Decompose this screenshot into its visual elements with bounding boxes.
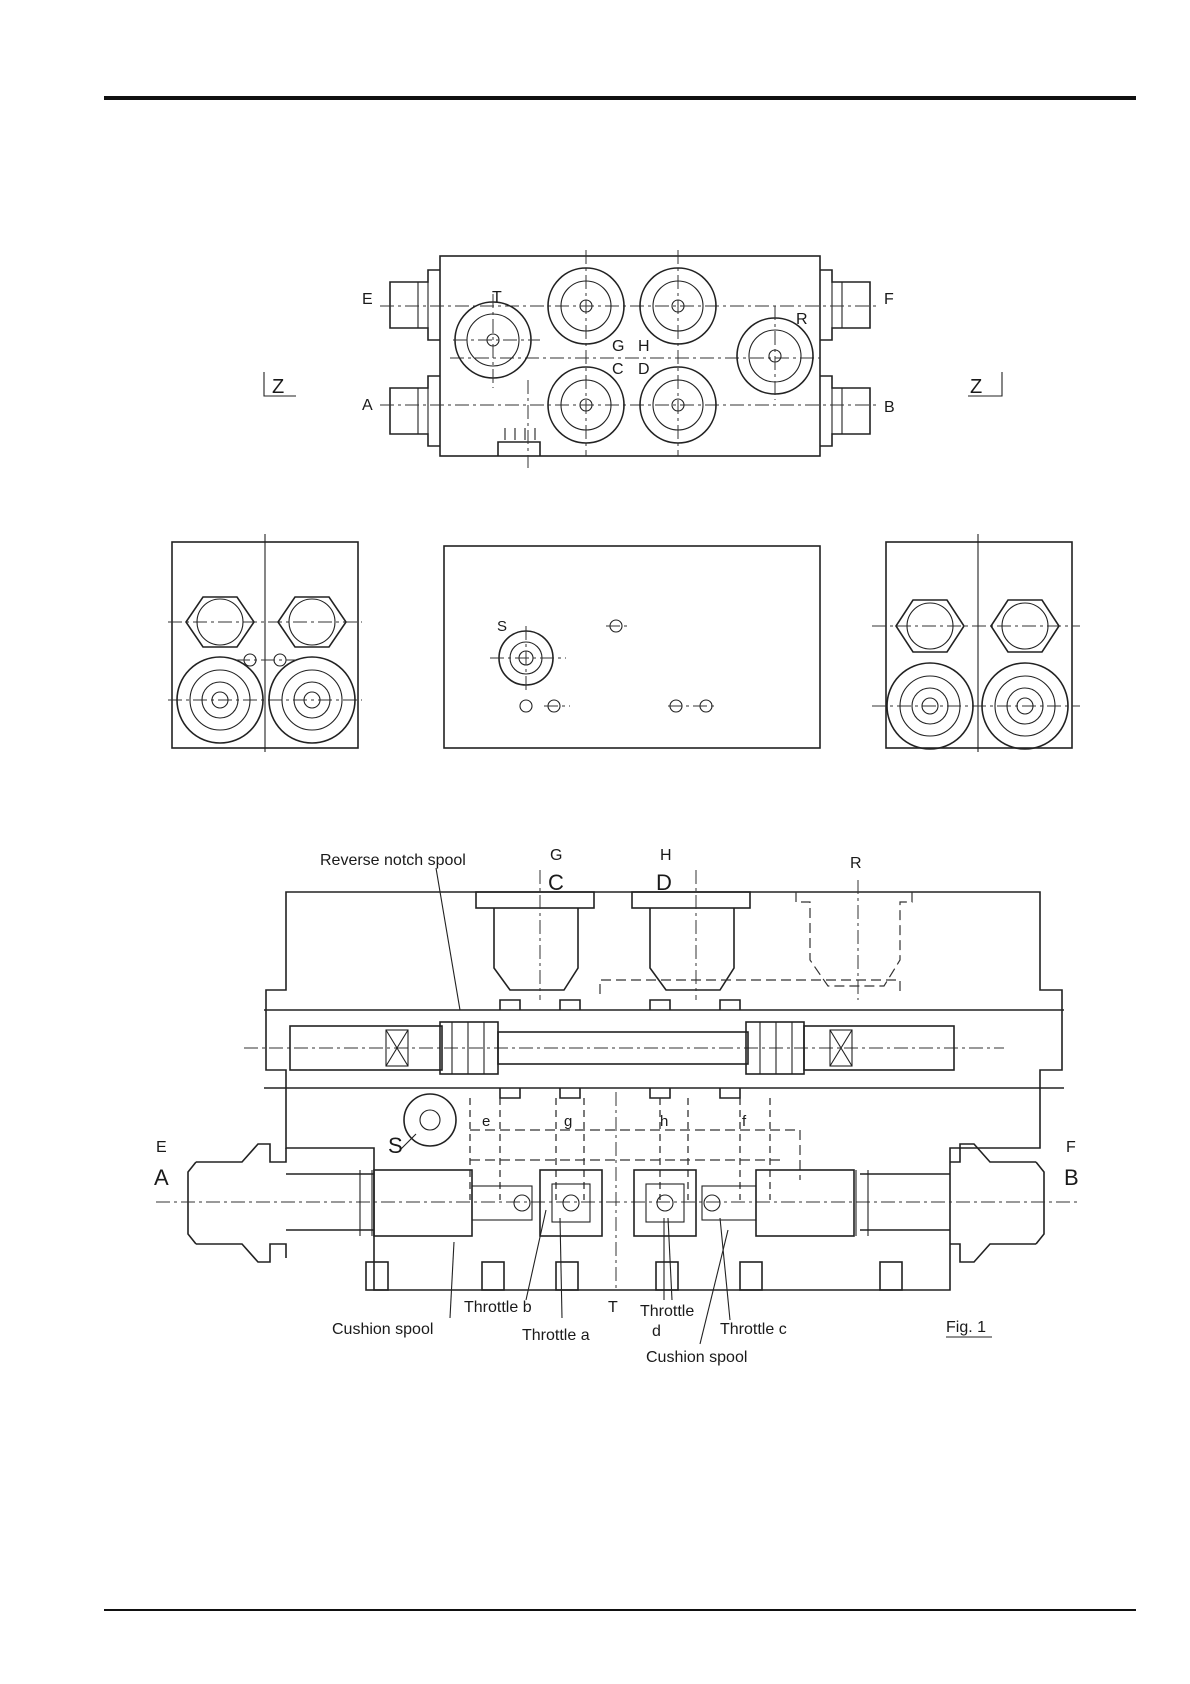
label-throttle-c: Throttle c	[720, 1321, 787, 1338]
top-label-f: F	[884, 291, 894, 308]
right-end-view	[872, 534, 1080, 752]
port-f-fitting	[820, 270, 870, 340]
section-label-e: E	[156, 1139, 167, 1156]
section-label-h: H	[660, 847, 672, 864]
top-label-c: C	[612, 361, 624, 378]
label-throttle-d-line1: Throttle	[640, 1303, 694, 1320]
section-label-f: F	[1066, 1139, 1076, 1156]
bottom-face-view: S	[444, 546, 820, 748]
top-label-h: H	[638, 338, 650, 355]
top-label-r: R	[796, 311, 808, 328]
label-reverse-notch-spool: Reverse notch spool	[320, 852, 466, 869]
right-cushion-spool-body	[756, 1170, 854, 1236]
left-cushion-spool-body	[374, 1170, 472, 1236]
top-view-body	[440, 256, 820, 456]
port-b-fitting	[820, 376, 870, 446]
figure-label: Fig. 1	[946, 1319, 986, 1336]
gallery-label-e: e	[482, 1113, 490, 1130]
footer-rule	[104, 1609, 1136, 1611]
section-label-g: G	[550, 847, 562, 864]
section-view: Reverse notch spool G C H D R E A F B S …	[154, 847, 1080, 1366]
section-label-b: B	[1064, 1165, 1079, 1190]
boss-r	[796, 892, 912, 986]
middle-label-s: S	[497, 618, 507, 635]
section-label-a: A	[154, 1165, 169, 1190]
label-throttle-b: Throttle b	[464, 1299, 532, 1316]
label-throttle-a: Throttle a	[522, 1327, 590, 1344]
section-label-t: T	[608, 1299, 618, 1316]
top-label-a: A	[362, 397, 373, 414]
port-e-fitting	[390, 270, 440, 340]
boss-d	[632, 892, 750, 908]
top-label-b: B	[884, 399, 895, 416]
gallery-label-f: f	[742, 1113, 747, 1130]
top-label-g: G	[612, 338, 624, 355]
section-label-s: S	[388, 1133, 403, 1158]
section-label-c: C	[548, 870, 564, 895]
top-label-d: D	[638, 361, 650, 378]
port-a-fitting	[390, 376, 440, 446]
label-cushion-spool-left: Cushion spool	[332, 1321, 433, 1338]
port-b-fitting-section	[1036, 1162, 1044, 1244]
left-end-view	[168, 534, 362, 752]
label-cushion-spool-right: Cushion spool	[646, 1349, 747, 1366]
z-marker-left: Z	[272, 376, 284, 398]
gallery-label-g: g	[564, 1113, 572, 1130]
gallery-label-h: h	[660, 1113, 668, 1130]
top-label-e: E	[362, 291, 373, 308]
section-label-r: R	[850, 855, 862, 872]
boss-c	[476, 892, 594, 908]
section-label-d: D	[656, 870, 672, 895]
top-view: E T G H C D R F A B Z Z	[264, 250, 1002, 468]
top-label-t: T	[492, 289, 502, 306]
label-throttle-d-line2: d	[652, 1323, 661, 1340]
port-a-fitting-section	[188, 1162, 196, 1244]
z-marker-right: Z	[970, 376, 982, 398]
